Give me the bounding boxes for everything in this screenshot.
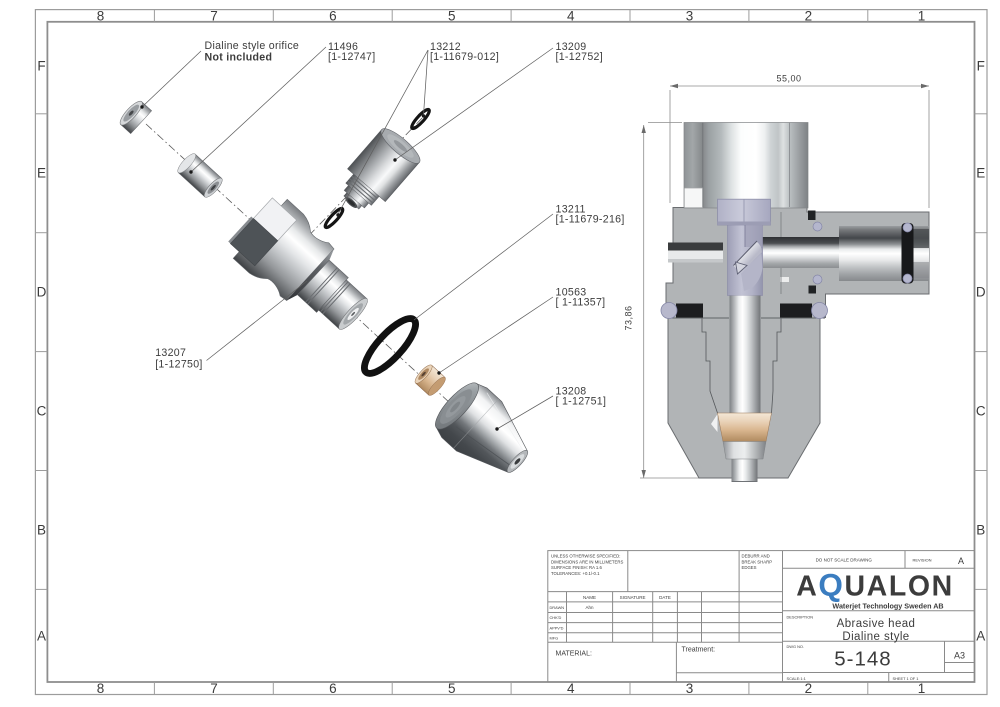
svg-text:DESCRIPTION: DESCRIPTION <box>787 615 814 620</box>
svg-text:[ 1-12751]: [ 1-12751] <box>556 395 607 407</box>
svg-text:1: 1 <box>918 9 926 24</box>
svg-text:D: D <box>37 285 47 300</box>
svg-text:5-148: 5-148 <box>834 648 891 671</box>
svg-text:73,86: 73,86 <box>624 305 634 330</box>
svg-text:A: A <box>976 629 985 644</box>
svg-text:10563: 10563 <box>556 287 587 299</box>
svg-text:NAME: NAME <box>583 595 596 600</box>
svg-text:Treatment:: Treatment: <box>682 647 716 654</box>
svg-text:8: 8 <box>97 9 105 24</box>
svg-text:11496: 11496 <box>328 41 358 53</box>
svg-text:5: 5 <box>448 9 456 24</box>
svg-text:F: F <box>977 59 985 74</box>
svg-text:Not included: Not included <box>205 52 273 64</box>
svg-text:TOLERANCES: +0.1/-0.1: TOLERANCES: +0.1/-0.1 <box>551 571 600 576</box>
svg-text:6: 6 <box>329 9 337 24</box>
svg-text:Waterjet Technology Sweden AB: Waterjet Technology Sweden AB <box>832 601 943 610</box>
svg-text:3: 3 <box>686 681 694 696</box>
svg-text:13211: 13211 <box>556 204 586 216</box>
svg-text:BREAK SHARP: BREAK SHARP <box>742 559 773 564</box>
svg-text:[1-11679-012]: [1-11679-012] <box>430 51 499 63</box>
svg-text:7: 7 <box>210 9 218 24</box>
svg-text:UNLESS OTHERWISE SPECIFIED:: UNLESS OTHERWISE SPECIFIED: <box>551 554 620 559</box>
svg-text:7: 7 <box>210 681 218 696</box>
svg-text:[1-12750]: [1-12750] <box>155 359 202 371</box>
svg-text:E: E <box>976 166 985 181</box>
svg-text:Dialine style: Dialine style <box>842 631 909 643</box>
svg-text:1: 1 <box>918 681 926 696</box>
svg-text:DWG NO.: DWG NO. <box>787 644 805 649</box>
svg-text:D: D <box>976 285 986 300</box>
svg-text:55,00: 55,00 <box>776 74 801 84</box>
svg-text:4: 4 <box>567 9 575 24</box>
svg-text:CHK'D: CHK'D <box>550 615 562 620</box>
svg-text:[1-12752]: [1-12752] <box>556 51 603 63</box>
svg-text:DO NOT SCALE DRAWING: DO NOT SCALE DRAWING <box>816 558 873 563</box>
svg-text:REVISION: REVISION <box>912 558 931 563</box>
svg-text:2: 2 <box>805 681 813 696</box>
svg-text:E: E <box>37 166 46 181</box>
svg-text:Abrasive head: Abrasive head <box>837 618 916 630</box>
svg-text:A3: A3 <box>954 651 965 661</box>
svg-text:6: 6 <box>329 681 337 696</box>
svg-text:13207: 13207 <box>155 347 186 359</box>
svg-text:C: C <box>976 404 986 419</box>
svg-text:MFG: MFG <box>550 635 559 640</box>
svg-text:5: 5 <box>448 681 456 696</box>
svg-text:3: 3 <box>686 9 694 24</box>
svg-text:8: 8 <box>97 681 105 696</box>
svg-text:MATERIAL:: MATERIAL: <box>556 651 592 658</box>
svg-text:SIGNATURE: SIGNATURE <box>620 595 646 600</box>
svg-text:Dialine style orifice: Dialine style orifice <box>205 40 300 52</box>
svg-text:13209: 13209 <box>556 41 587 53</box>
svg-text:13212: 13212 <box>430 41 461 53</box>
svg-text:DATE: DATE <box>659 595 671 600</box>
svg-text:C: C <box>37 404 47 419</box>
svg-text:SURFACE FINISH: RA 1.6: SURFACE FINISH: RA 1.6 <box>551 565 602 570</box>
svg-text:DRAWN: DRAWN <box>550 605 565 610</box>
svg-text:SHEET 1 OF 1: SHEET 1 OF 1 <box>893 676 919 681</box>
svg-text:[1-11679-216]: [1-11679-216] <box>556 213 625 225</box>
svg-text:F: F <box>37 59 45 74</box>
svg-text:[ 1-11357]: [ 1-11357] <box>556 296 606 308</box>
svg-text:EDGES: EDGES <box>742 565 757 570</box>
svg-text:Ahn: Ahn <box>585 605 594 610</box>
svg-text:B: B <box>37 523 46 538</box>
svg-text:A: A <box>37 629 46 644</box>
svg-text:DIMENSIONS ARE IN MILLIMETERS: DIMENSIONS ARE IN MILLIMETERS <box>551 559 623 564</box>
svg-text:[1-12747]: [1-12747] <box>328 51 375 63</box>
svg-text:2: 2 <box>805 9 813 24</box>
svg-text:DEBURR AND: DEBURR AND <box>742 554 770 559</box>
svg-text:SCALE:1:1: SCALE:1:1 <box>787 676 806 681</box>
svg-text:A: A <box>958 556 964 566</box>
svg-text:AQUALON: AQUALON <box>796 567 954 603</box>
svg-text:13208: 13208 <box>556 386 587 398</box>
svg-text:B: B <box>976 523 985 538</box>
svg-text:4: 4 <box>567 681 575 696</box>
svg-text:APPV'D: APPV'D <box>550 625 564 630</box>
